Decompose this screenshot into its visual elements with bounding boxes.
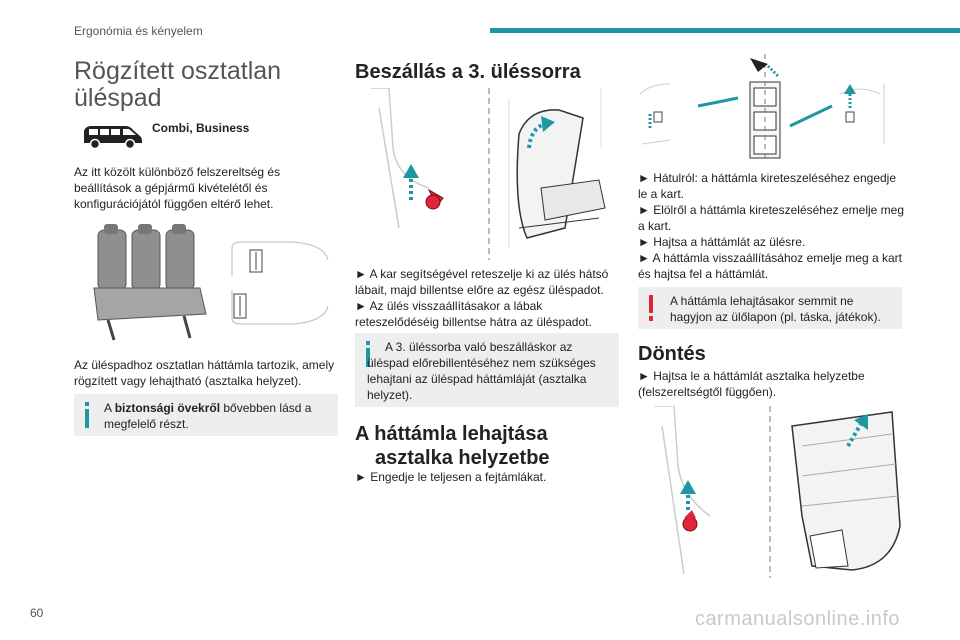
version-label: Combi, Business	[152, 121, 250, 135]
van-icon	[80, 122, 144, 150]
tilt-step: ► Hajtsa le a háttámlát asztalka helyzet…	[638, 369, 865, 399]
section-header: Ergonómia és kényelem	[74, 24, 203, 38]
tilt-title: Döntés	[638, 343, 706, 365]
header-accent-bar	[490, 28, 960, 33]
info-icon	[363, 341, 373, 367]
backrest-release-illustration	[640, 54, 904, 162]
info-note-3rd-row: A 3. üléssorba való beszálláskor az ülés…	[355, 333, 619, 407]
intro-text: Az itt közölt különböző felszereltség és…	[74, 165, 281, 211]
warning-note: A háttámla lehajtásakor semmit ne hagyjo…	[638, 287, 902, 329]
bench-seat-illustration	[88, 222, 210, 342]
entry-3rd-row-title: Beszállás a 3. üléssorra	[355, 61, 581, 83]
entry-steps: ► A kar segítségével reteszelje ki az ül…	[355, 267, 609, 329]
backrest-steps: ► Hátulról: a háttámla kireteszeléséhez …	[638, 171, 904, 281]
page-number: 60	[30, 606, 44, 620]
table-position-illustration	[652, 406, 904, 578]
bench-description: Az üléspadhoz osztatlan háttámla tartozi…	[74, 358, 335, 388]
info-icon	[82, 402, 92, 428]
exclamation-icon	[646, 295, 656, 321]
headrest-step: ► Engedje le teljesen a fejtámlákat.	[355, 470, 547, 484]
van-topview-diagram	[228, 240, 332, 326]
section-title: Rögzített osztatlan üléspad	[74, 57, 282, 112]
watermark: carmanualsonline.info	[694, 608, 900, 630]
table-position-title: A háttámla lehajtása asztalka helyzetbe	[355, 423, 550, 469]
tilt-bench-illustration	[369, 88, 617, 260]
info-note-seatbelts: A biztonsági övekről bővebben lásd a meg…	[74, 394, 338, 436]
